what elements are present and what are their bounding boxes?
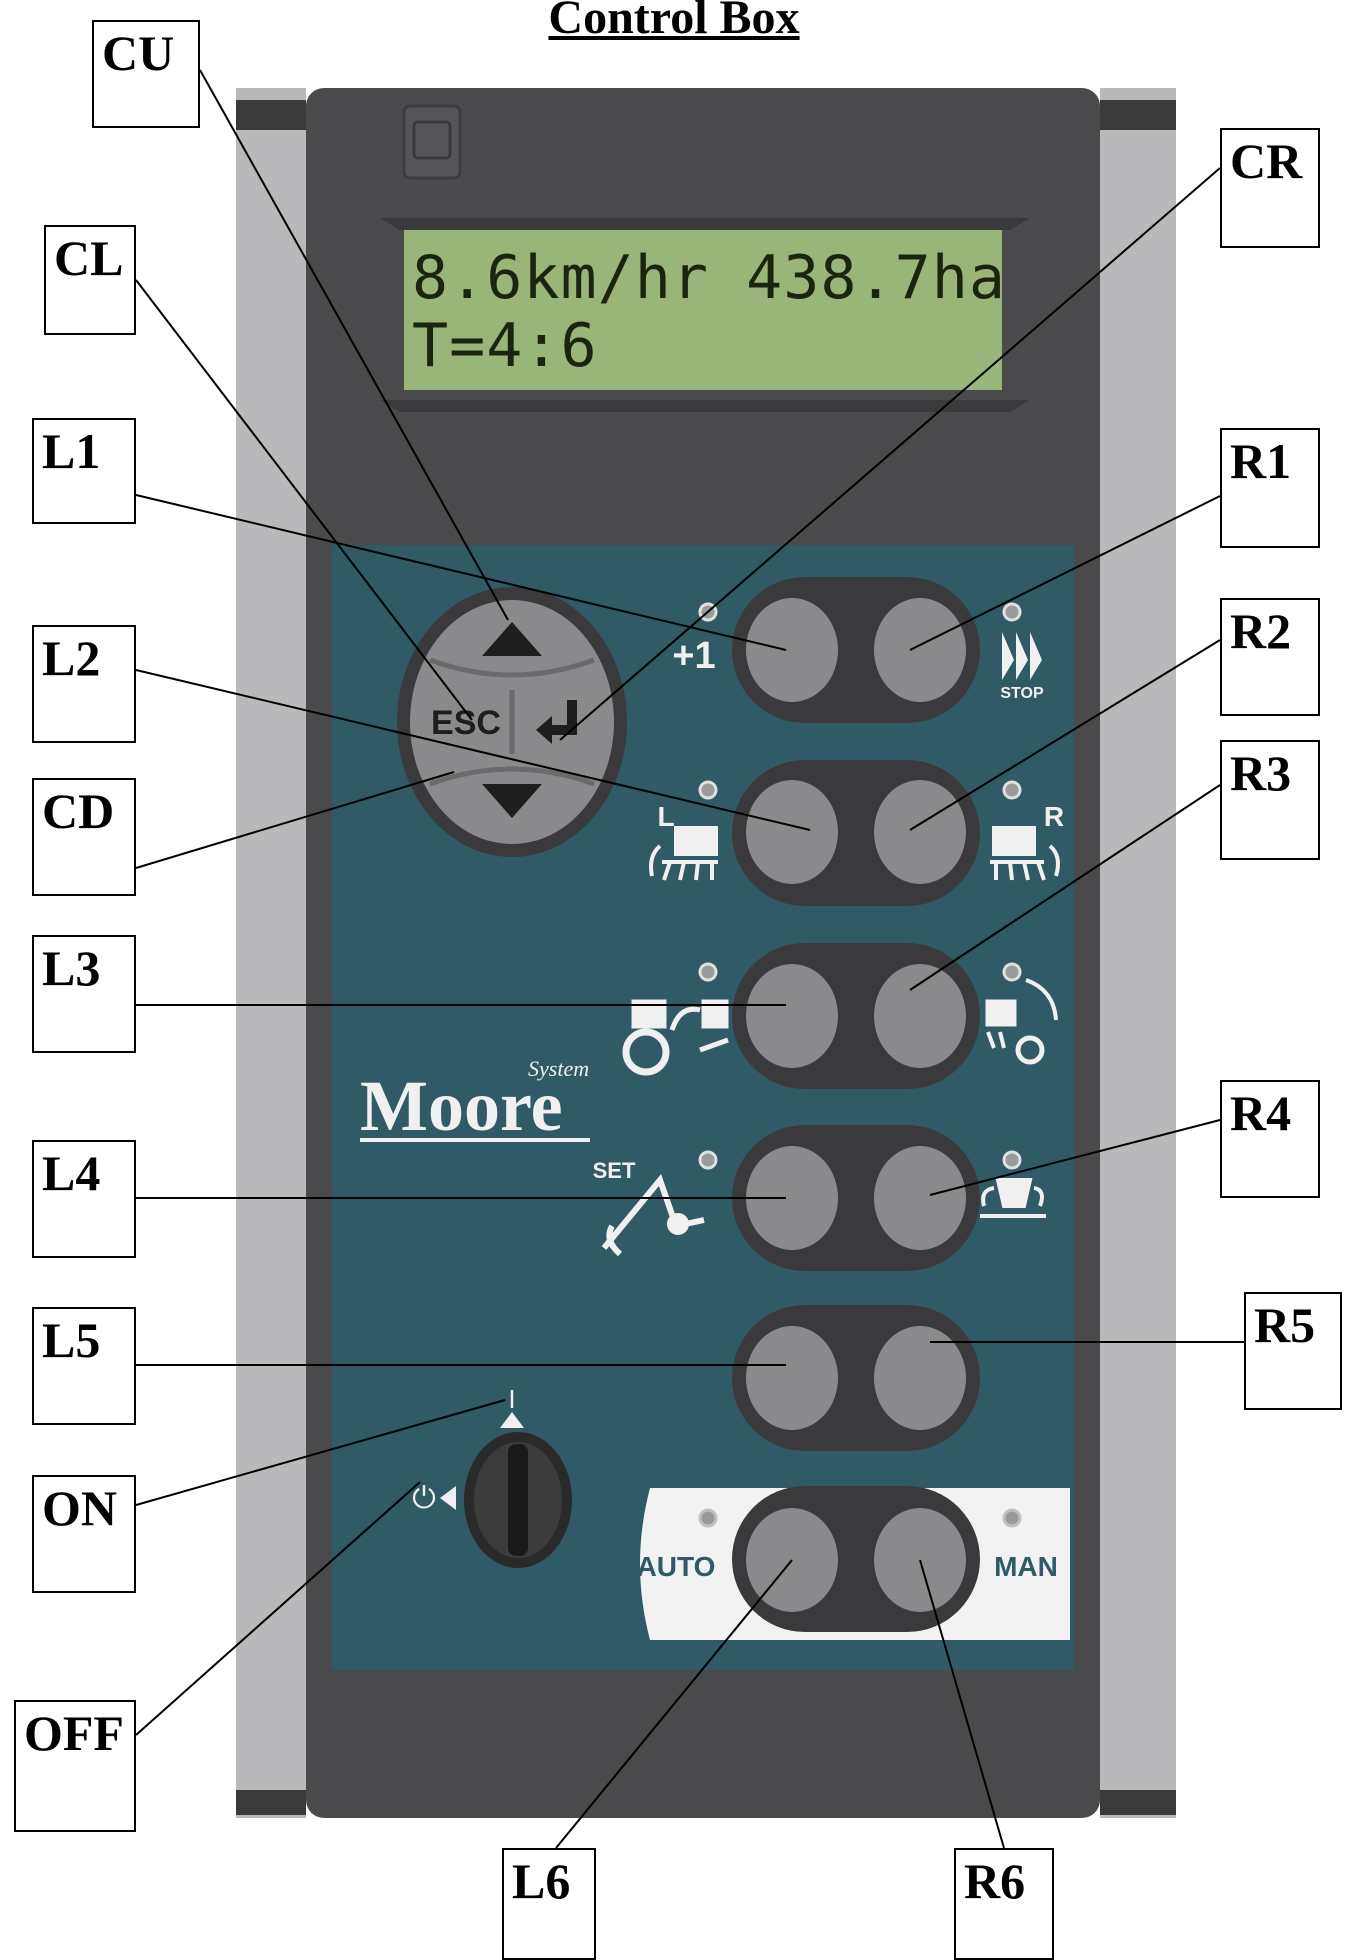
button-l3[interactable] <box>746 964 838 1068</box>
button-r2[interactable] <box>874 780 966 884</box>
brand-small-label: System <box>528 1056 589 1081</box>
callout-l5: L5 <box>32 1307 136 1425</box>
power-icon: ⏻ <box>412 1481 436 1516</box>
callout-l6: L6 <box>502 1848 596 1960</box>
callout-off: OFF <box>14 1700 136 1832</box>
callout-on: ON <box>32 1475 136 1593</box>
callout-l3: L3 <box>32 935 136 1053</box>
plus-one-label: +1 <box>672 635 715 677</box>
callout-cd: CD <box>32 778 136 896</box>
key-switch[interactable] <box>464 1432 572 1568</box>
button-l5[interactable] <box>746 1326 838 1430</box>
leader-lines <box>135 69 1244 1849</box>
brand-label: Moore <box>360 1066 563 1146</box>
lcd-display <box>404 230 1002 390</box>
hopper-lift-icon <box>980 1178 1046 1218</box>
button-r3[interactable] <box>874 964 966 1068</box>
callout-r2: R2 <box>1220 598 1320 716</box>
right-rail-cap-bottom <box>1100 1790 1176 1815</box>
button-l4[interactable] <box>746 1146 838 1250</box>
right-rail <box>1100 88 1176 1818</box>
button-r1[interactable] <box>874 598 966 702</box>
diagram-title: Control Box <box>548 0 800 44</box>
button-pair-6 <box>732 1486 980 1632</box>
right-rail-cap-top <box>1100 100 1176 130</box>
crop-stop-icon <box>1002 632 1042 680</box>
left-rail-cap-bottom <box>236 1790 306 1815</box>
left-marker-icon <box>649 826 718 881</box>
left-rail-cap-top <box>236 100 306 130</box>
brand-underline <box>360 1138 590 1142</box>
button-pair-3 <box>732 943 980 1089</box>
left-marker-letter: L <box>657 801 674 832</box>
right-marker-letter: R <box>1044 801 1064 832</box>
lcd-line-2: T=4:6 <box>412 311 598 381</box>
button-l2[interactable] <box>746 780 838 884</box>
lcd-bezel-bottom <box>380 400 1030 412</box>
callout-l4: L4 <box>32 1140 136 1258</box>
callout-r5: R5 <box>1244 1292 1342 1410</box>
button-pair-5 <box>732 1305 980 1451</box>
switch-on-mark: I <box>508 1384 515 1414</box>
callout-cl: CL <box>44 225 136 335</box>
triangle-up-icon[interactable] <box>482 622 542 656</box>
esc-button[interactable]: ESC <box>431 704 501 742</box>
button-r5[interactable] <box>874 1326 966 1430</box>
button-pair-1 <box>732 577 980 723</box>
stop-label: STOP <box>1000 685 1044 702</box>
indicator-leds <box>698 602 1022 1528</box>
switch-on-arrow-icon <box>500 1412 524 1428</box>
callout-r3: R3 <box>1220 740 1320 860</box>
man-label: MAN <box>994 1551 1058 1582</box>
control-box-logo-icon <box>402 104 462 180</box>
button-r4[interactable] <box>874 1146 966 1250</box>
navigation-pad <box>397 587 627 857</box>
callout-l1: L1 <box>32 418 136 524</box>
callout-cr: CR <box>1220 128 1320 248</box>
left-rail <box>236 88 306 1818</box>
callout-cu: CU <box>92 20 200 128</box>
right-marker-icon <box>990 826 1060 881</box>
auto-label: AUTO <box>637 1551 716 1582</box>
set-label: SET <box>593 1158 636 1183</box>
callout-r4: R4 <box>1220 1080 1320 1198</box>
hopper-flow-icon <box>985 978 1058 1065</box>
button-l1[interactable] <box>746 598 838 702</box>
callout-r1: R1 <box>1220 428 1320 548</box>
button-pair-2 <box>732 760 980 906</box>
switch-off-arrow-icon <box>440 1486 456 1510</box>
arm-set-icon <box>601 1173 705 1257</box>
button-pair-4 <box>732 1125 980 1271</box>
lcd-bezel-top <box>380 218 1030 230</box>
lcd-line-1: 8.6km/hr 438.7ha <box>412 243 1006 313</box>
callout-l2: L2 <box>32 625 136 743</box>
triangle-down-icon[interactable] <box>482 784 542 818</box>
callout-r6: R6 <box>954 1848 1054 1960</box>
